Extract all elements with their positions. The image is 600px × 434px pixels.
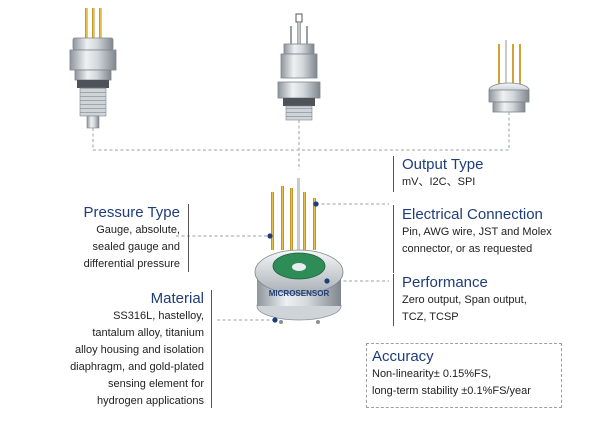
output-type-block: Output Type mV、I2C、SPI bbox=[402, 156, 483, 191]
connector-dots bbox=[267, 201, 330, 323]
output-type-line: mV、I2C、SPI bbox=[402, 176, 476, 188]
accuracy-line: Non-linearity± 0.15%FS, bbox=[372, 368, 492, 380]
accuracy-line: long-term stability ±0.1%FS/year bbox=[372, 385, 531, 397]
connector-lines bbox=[92, 112, 510, 321]
transducer-differential-icon bbox=[488, 40, 530, 113]
divider-output bbox=[393, 156, 394, 192]
main-sensor-icon: MICROSENSOR bbox=[254, 178, 344, 324]
electrical-connection-title: Electrical Connection bbox=[402, 206, 543, 223]
pressure-type-line: Gauge, absolute, bbox=[96, 224, 180, 236]
accuracy-box bbox=[366, 343, 562, 408]
material-line: tantalum alloy, titanium bbox=[92, 327, 204, 339]
pressure-type-line: sealed gauge and bbox=[92, 241, 180, 253]
output-type-title: Output Type bbox=[402, 156, 484, 173]
divider-electrical bbox=[393, 205, 394, 273]
pressure-type-block: Pressure Type Gauge, absolute, sealed ga… bbox=[84, 204, 180, 273]
transducer-absolute-icon bbox=[277, 13, 321, 121]
pressure-type-line: differential pressure bbox=[83, 258, 180, 270]
performance-block: Performance Zero output, Span output, TC… bbox=[402, 274, 527, 326]
material-title: Material bbox=[150, 290, 204, 307]
accuracy-block: Accuracy Non-linearity± 0.15%FS, long-te… bbox=[372, 348, 531, 400]
material-line: sensing element for bbox=[108, 378, 204, 390]
performance-line: Zero output, Span output, bbox=[402, 294, 527, 306]
material-line: SS316L, hastelloy, bbox=[113, 310, 204, 322]
divider-performance bbox=[393, 274, 394, 326]
accuracy-title: Accuracy bbox=[372, 348, 434, 365]
material-block: Material SS316L, hastelloy, tantalum all… bbox=[70, 290, 204, 410]
material-line: hydrogen applications bbox=[96, 395, 204, 407]
divider-pressure bbox=[188, 204, 189, 272]
material-line: diaphragm, and gold-plated bbox=[70, 361, 204, 373]
electrical-connection-line: Pin, AWG wire, JST and Molex bbox=[402, 226, 552, 238]
electrical-connection-line: connector, or as requested bbox=[402, 243, 533, 255]
performance-title: Performance bbox=[402, 274, 488, 291]
performance-line: TCZ, TCSP bbox=[402, 311, 459, 323]
pressure-type-title: Pressure Type bbox=[83, 204, 180, 221]
divider-material bbox=[211, 290, 212, 408]
material-line: alloy housing and isolation bbox=[74, 344, 204, 356]
electrical-connection-block: Electrical Connection Pin, AWG wire, JST… bbox=[402, 206, 552, 258]
sensor-brand-label: MICROSENSOR bbox=[269, 289, 330, 298]
transducer-gauge-icon bbox=[69, 8, 117, 129]
